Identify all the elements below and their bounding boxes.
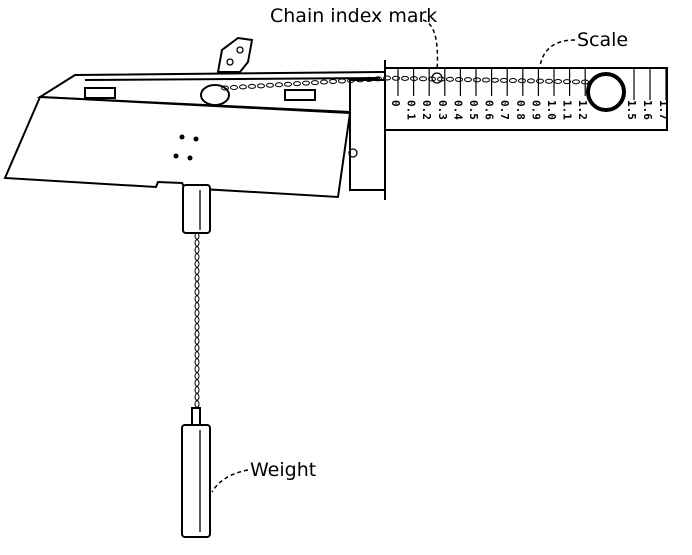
scale-tick-label: 1.6 [641, 100, 654, 120]
chain-link [194, 288, 200, 296]
chain-index-mark [431, 72, 443, 84]
chain-link [194, 274, 200, 282]
chain-link [572, 79, 580, 85]
chain-link [194, 323, 200, 331]
scale-tick-label: 0.3 [436, 100, 449, 120]
scale-tick-label: 0.7 [498, 100, 511, 120]
scale-tick-label: 1.1 [561, 100, 574, 120]
chain-link [194, 337, 200, 345]
weight-label: Weight [250, 459, 316, 481]
weight [181, 407, 211, 538]
chain-link [194, 253, 200, 261]
chain-link [194, 281, 200, 289]
chain-link [338, 78, 346, 84]
chain-link [473, 77, 481, 83]
scale-tick-label: 0 [389, 100, 402, 107]
scale-tick-label: 1.7 [657, 100, 670, 120]
front-cover [3, 95, 352, 199]
chain-link [329, 79, 337, 85]
chain-link [482, 77, 490, 83]
chain-link [194, 393, 200, 401]
scale-tick-label: 0.5 [467, 100, 480, 120]
scale-tick-label: 0.6 [483, 100, 496, 120]
chain-link [464, 77, 472, 83]
chain-link [347, 77, 355, 83]
chain-index-mark-label: Chain index mark [270, 5, 437, 27]
chain-link [356, 77, 364, 83]
chain-link [194, 386, 200, 394]
chain-link [563, 79, 571, 85]
chain-link [194, 267, 200, 275]
chain-link [302, 80, 310, 86]
chain-link [365, 76, 373, 82]
gauge-housing [3, 36, 386, 199]
chain-link [239, 84, 247, 90]
chain-link [455, 76, 463, 82]
chain-link [248, 83, 256, 89]
chain-link [194, 295, 200, 303]
chain-link [194, 246, 200, 254]
scale-tick-label: 1.2 [576, 100, 589, 120]
chain-link [194, 239, 200, 247]
chain-link [194, 344, 200, 352]
chain-link [194, 358, 200, 366]
chain-link [401, 75, 409, 81]
chain-link [194, 309, 200, 317]
chain-link [491, 77, 499, 83]
chain-link [194, 330, 200, 338]
chain-link [194, 260, 200, 268]
scale-tick-label: 0.1 [405, 100, 418, 120]
chain-guide-tube [182, 184, 211, 234]
scale-tick-label: 0.2 [420, 100, 433, 120]
chain-link [194, 379, 200, 387]
vertical-chain [194, 232, 200, 408]
chain-link [536, 78, 544, 84]
chain-link [518, 78, 526, 84]
chain-link [545, 78, 553, 84]
chain-link [194, 232, 200, 240]
mounting-bracket [216, 36, 254, 73]
chain-link [230, 84, 238, 90]
scale-tick-label: 0.4 [451, 100, 464, 120]
chain-link [293, 81, 301, 87]
chain-link [194, 365, 200, 373]
chain-link [194, 302, 200, 310]
chain-link [194, 372, 200, 380]
chain-link [446, 76, 454, 82]
chain-link [383, 75, 391, 81]
chain-link [284, 81, 292, 87]
chain-link [527, 78, 535, 84]
scale-tick-label: 1.0 [545, 100, 558, 120]
chain-link [581, 79, 589, 85]
scale-label: Scale [577, 29, 628, 51]
chain-link [554, 78, 562, 84]
scale-tick-label: 0.8 [514, 100, 527, 120]
chain-link [194, 351, 200, 359]
chain-link [419, 76, 427, 82]
chain-link [194, 316, 200, 324]
chain-link [500, 77, 508, 83]
chain-link [275, 82, 283, 88]
chain-link [194, 400, 200, 408]
chain-link [266, 82, 274, 88]
chain-link [320, 79, 328, 85]
pulley [200, 84, 230, 106]
chain-link [311, 80, 319, 86]
chain-link [257, 83, 265, 89]
chain-link [374, 76, 382, 82]
chain-link [221, 85, 229, 91]
scale-tick-label: 0.9 [529, 100, 542, 120]
scale-tick-label: 1.5 [625, 100, 638, 120]
scale-ring [586, 72, 626, 112]
chain-link [410, 76, 418, 82]
chain-link [509, 78, 517, 84]
chain-link [392, 75, 400, 81]
